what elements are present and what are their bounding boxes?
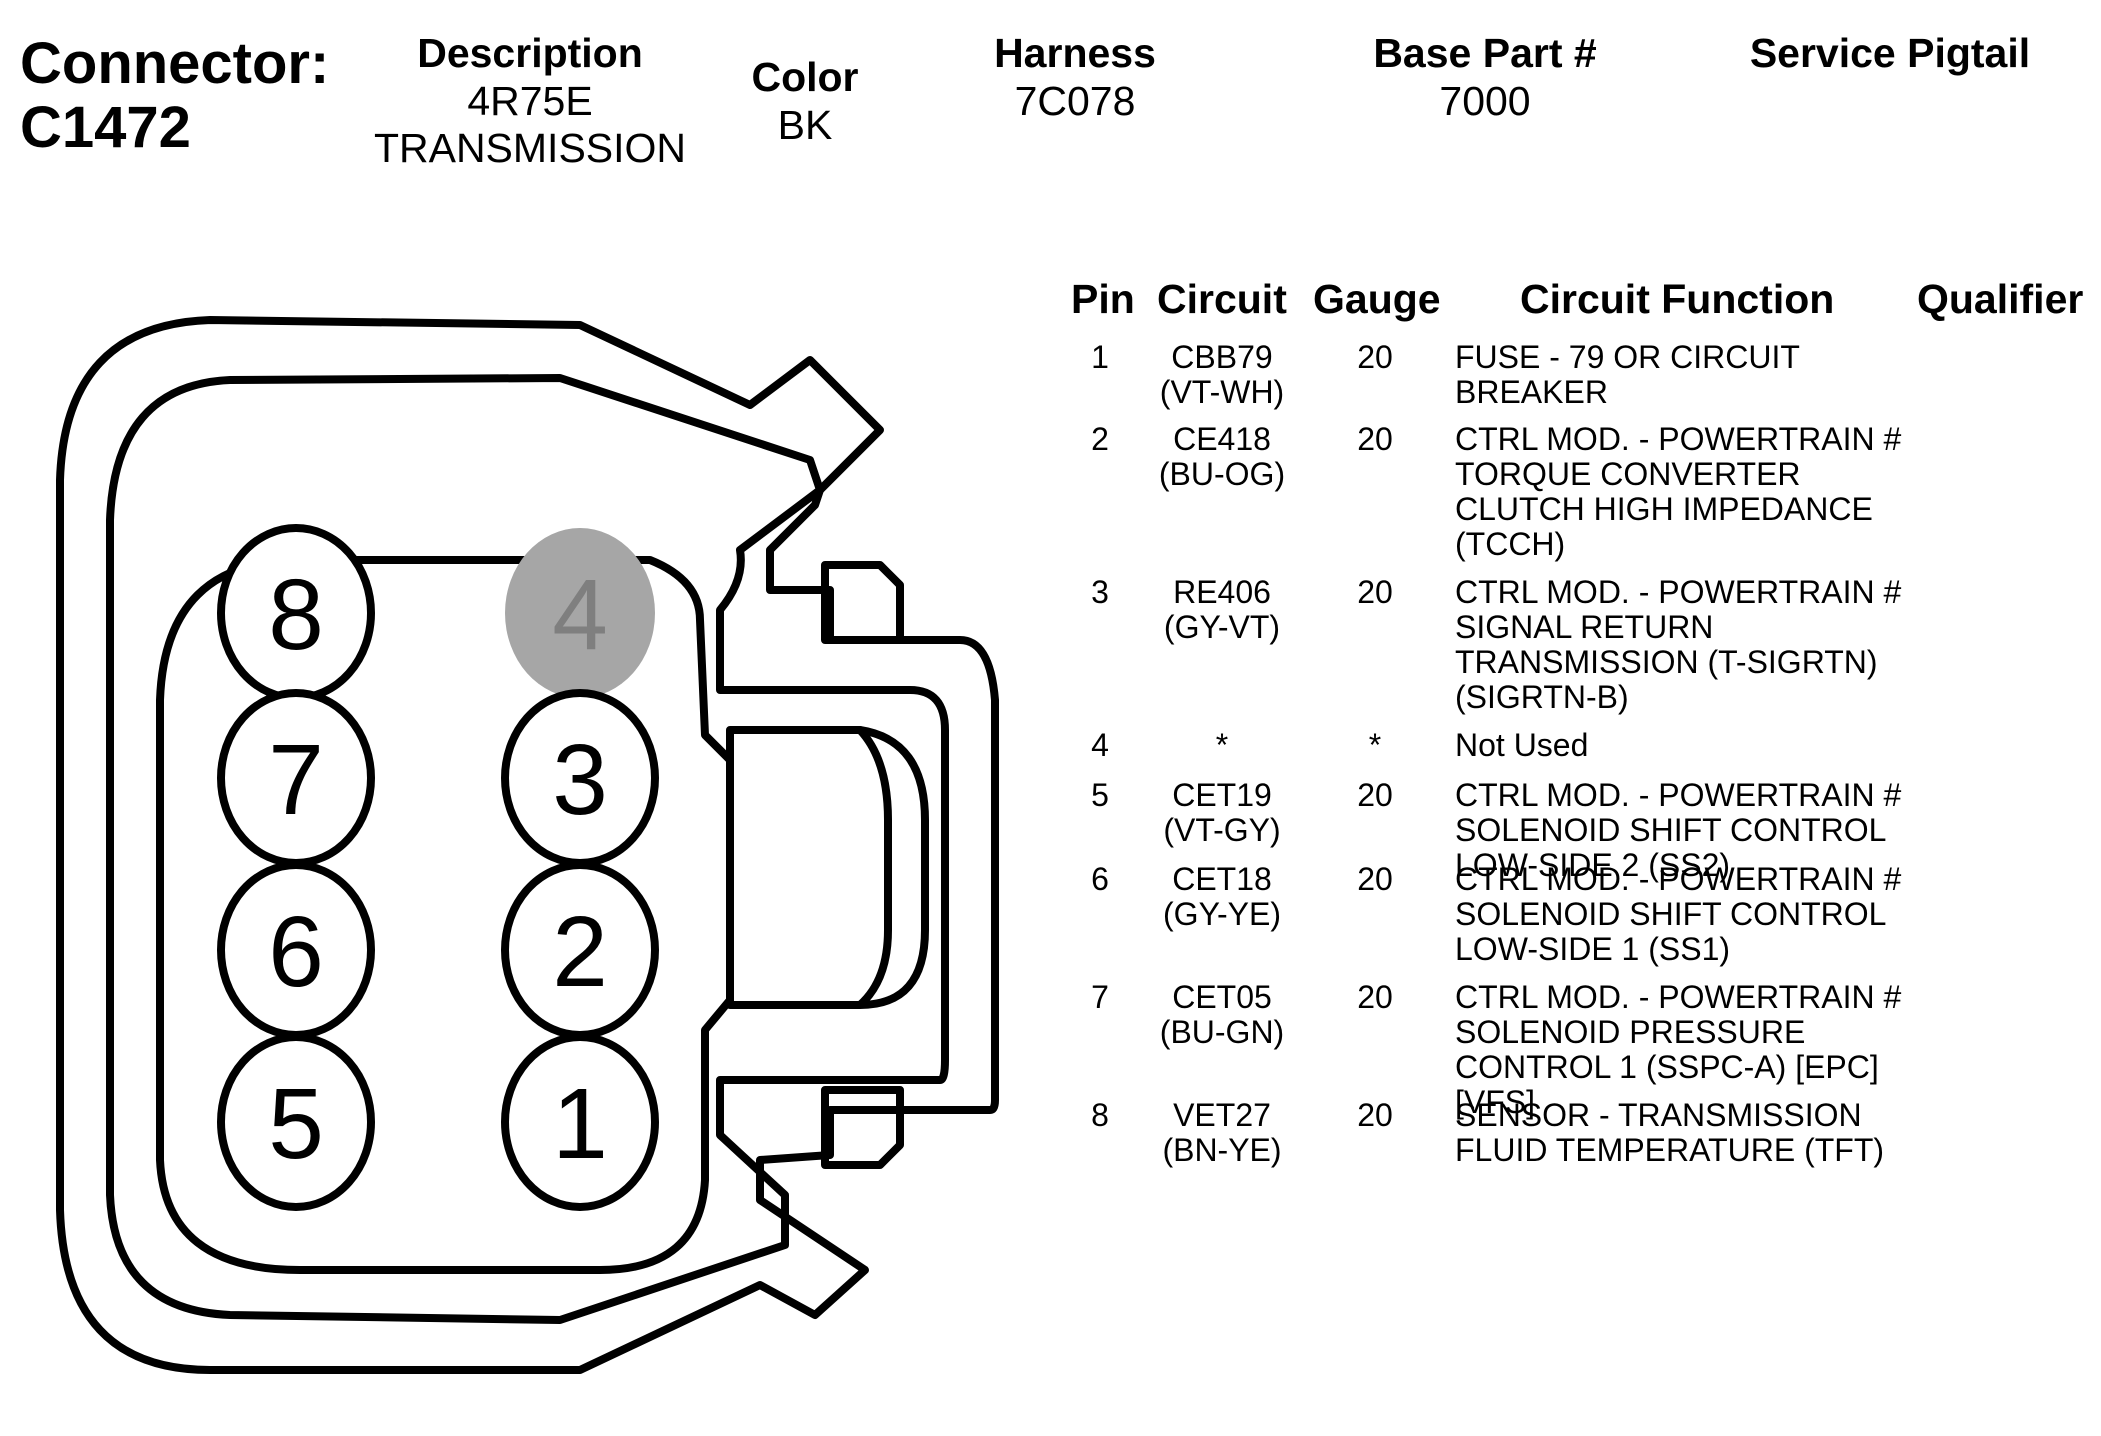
color-label: Color	[751, 54, 859, 100]
pin-4-cavity	[505, 528, 655, 698]
wire-gauge: 20	[1357, 777, 1393, 813]
harness-value: 7C078	[1014, 78, 1136, 124]
color-value: BK	[777, 102, 833, 148]
col-header-qualifier: Qualifier	[1917, 276, 2084, 322]
pin-7-label: 7	[268, 724, 324, 836]
description-column: Description 4R75E TRANSMISSION	[360, 28, 700, 172]
pin-3-label: 3	[552, 724, 608, 836]
pin-8-label: 8	[268, 559, 324, 671]
connector-housing	[56, 316, 999, 1374]
base-part-column: Base Part # 7000	[1345, 28, 1625, 125]
base-part-label: Base Part #	[1373, 30, 1597, 76]
description-line-1: 4R75E	[467, 78, 593, 124]
circuit-id: *	[1215, 727, 1229, 763]
circuit-id: CE418(BU-OG)	[1158, 421, 1286, 492]
pin-4-label: 4	[552, 559, 608, 671]
description-label: Description	[417, 30, 643, 76]
pin-number: 7	[1091, 979, 1109, 1015]
circuit-function: CTRL MOD. - POWERTRAIN #SOLENOID PRESSUR…	[1455, 979, 1902, 1120]
wire-gauge: 20	[1357, 421, 1393, 457]
col-header-pin: Pin	[1071, 276, 1135, 322]
pin-number: 5	[1091, 777, 1109, 813]
col-header-gauge: Gauge	[1313, 276, 1441, 322]
col-header-circuit: Circuit	[1157, 276, 1287, 322]
col-header-circuit-function: Circuit Function	[1520, 276, 1835, 322]
circuit-function: CTRL MOD. - POWERTRAIN #SOLENOID SHIFT C…	[1455, 861, 1902, 967]
pin-number: 4	[1091, 727, 1109, 763]
harness-column: Harness 7C078	[955, 28, 1195, 125]
pin-number: 3	[1091, 574, 1109, 610]
connector-title: Connector: C1472	[20, 32, 329, 160]
pin-5-label: 5	[268, 1068, 324, 1180]
harness-label: Harness	[994, 30, 1156, 76]
circuit-function: CTRL MOD. - POWERTRAIN #SOLENOID SHIFT C…	[1455, 777, 1902, 883]
pin-group: 8 7 6 5 4 3 2 1	[217, 524, 659, 1211]
color-column: Color BK	[720, 52, 890, 149]
base-part-value: 7000	[1439, 78, 1531, 124]
wire-gauge: 20	[1357, 574, 1393, 610]
circuit-id: CBB79(VT-WH)	[1159, 339, 1285, 410]
circuit-id: CET05(BU-GN)	[1159, 979, 1285, 1050]
service-pigtail-label: Service Pigtail	[1749, 30, 2031, 76]
pin-number: 2	[1091, 421, 1109, 457]
pin-number: 6	[1091, 861, 1109, 897]
circuit-id: CET19(VT-GY)	[1163, 777, 1281, 848]
circuit-id: CET18(GY-YE)	[1163, 861, 1281, 932]
wire-gauge: 20	[1357, 979, 1393, 1015]
pin-2-label: 2	[552, 896, 608, 1008]
wire-gauge: *	[1368, 727, 1382, 763]
connector-label: Connector:	[20, 31, 330, 96]
pin-1-label: 1	[552, 1068, 608, 1180]
pin-6-label: 6	[268, 896, 324, 1008]
pin-number: 8	[1091, 1097, 1109, 1133]
pin-5-cavity	[217, 1033, 375, 1211]
circuit-id: VET27(BN-YE)	[1162, 1097, 1282, 1168]
circuit-function: CTRL MOD. - POWERTRAIN #TORQUE CONVERTER…	[1455, 421, 1902, 562]
pin-number: 1	[1091, 339, 1109, 375]
connector-id: C1472	[20, 95, 191, 160]
service-pigtail-column: Service Pigtail	[1720, 28, 2060, 78]
connector-face-diagram: 8 7 6 5 4 3 2 1	[56, 316, 999, 1374]
wire-gauge: 20	[1357, 1097, 1393, 1133]
wire-gauge: 20	[1357, 339, 1393, 375]
description-line-2: TRANSMISSION	[373, 125, 687, 171]
circuit-id: RE406(GY-VT)	[1163, 574, 1281, 645]
circuit-function: Not Used	[1455, 727, 1589, 763]
wire-gauge: 20	[1357, 861, 1393, 897]
pin-1-cavity	[501, 1033, 659, 1211]
